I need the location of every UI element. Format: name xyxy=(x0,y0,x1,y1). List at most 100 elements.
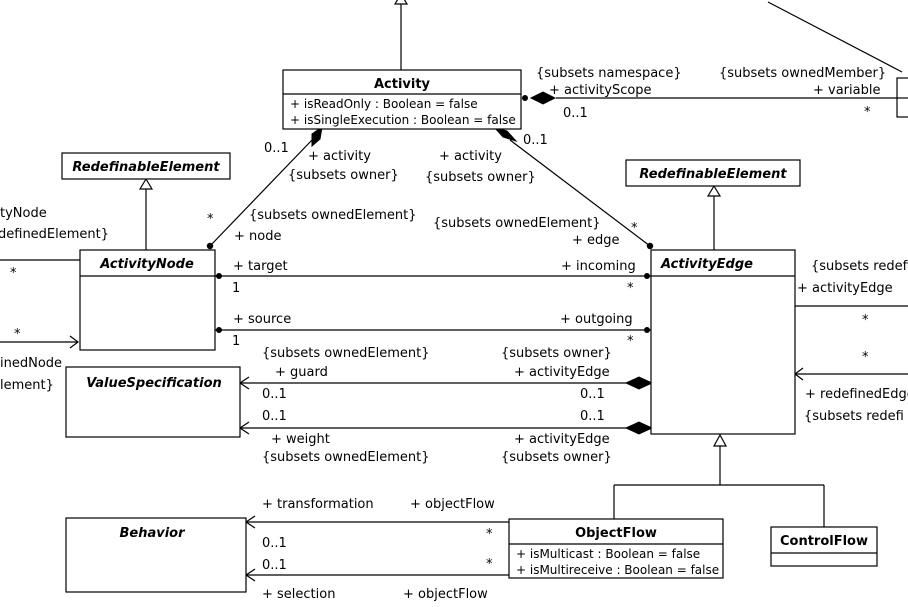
label-object-flow-role-1: + objectFlow xyxy=(410,497,495,512)
top-right-diagonal-line xyxy=(767,1,903,73)
label-activity-scope: + activityScope xyxy=(549,83,652,98)
value-specification-name: ValueSpecification xyxy=(86,376,222,391)
behavior-name: Behavior xyxy=(119,526,186,541)
label-transformation: + transformation xyxy=(262,497,374,512)
source-dot xyxy=(216,327,222,333)
label-mult-0-1-transformation: 0..1 xyxy=(262,536,287,551)
redefinable-right-name: RedefinableElement xyxy=(639,167,787,182)
label-left-star-2: * xyxy=(14,327,21,342)
label-left-star-1: * xyxy=(10,266,17,281)
objectflow-name: ObjectFlow xyxy=(575,526,657,541)
left-partial-arrow-head xyxy=(69,335,79,349)
label-mult-weight-right: 0..1 xyxy=(580,409,605,424)
label-mult-weight-left: 0..1 xyxy=(262,409,287,424)
label-right-partial-1: {subsets redefi xyxy=(811,259,908,274)
label-incoming: + incoming xyxy=(561,259,636,274)
activity-edge-name: ActivityEdge xyxy=(660,257,753,272)
label-guard: + guard xyxy=(275,365,328,380)
label-mult-star-variable: * xyxy=(864,105,871,120)
label-mult-star-edge: * xyxy=(631,221,638,236)
label-weight-activity-edge: + activityEdge xyxy=(514,432,610,447)
node-activity-dot xyxy=(206,242,214,250)
redefinable-element-right-box xyxy=(625,159,801,187)
label-mult-star-node: * xyxy=(207,212,214,227)
label-right-partial-3: {subsets redefi xyxy=(804,409,904,424)
label-mult-guard-left: 0..1 xyxy=(262,387,287,402)
activity-node-name: ActivityNode xyxy=(99,257,194,272)
label-mult-0-1-node-act: 0..1 xyxy=(264,141,289,156)
edge-generalization-arrow xyxy=(706,184,722,197)
label-guard-owner: {subsets owner} xyxy=(501,346,612,361)
label-subsets-owner-right: {subsets owner} xyxy=(425,170,536,185)
label-mult-0-1-scope: 0..1 xyxy=(563,106,588,121)
value-specification-box xyxy=(65,366,241,438)
label-mult-star-of-2: * xyxy=(486,557,493,572)
node-generalization-arrow xyxy=(138,177,154,190)
redefinable-left-name: RedefinableElement xyxy=(72,160,220,175)
activity-node-box xyxy=(79,249,216,351)
activity-edge-assoc xyxy=(509,139,651,247)
label-activity-role-right: + activity xyxy=(439,149,502,164)
incoming-dot xyxy=(644,273,650,279)
label-weight: + weight xyxy=(271,432,330,447)
edge-activity-dot xyxy=(646,242,654,250)
redefinable-element-left-box xyxy=(61,152,231,180)
activity-scope-diamond xyxy=(529,91,557,105)
controlflow-name: ControlFlow xyxy=(780,534,868,549)
label-outgoing: + outgoing xyxy=(560,312,633,327)
label-right-star-2: * xyxy=(862,350,869,365)
activity-node-assoc xyxy=(209,139,313,247)
activity-class-box xyxy=(282,69,522,130)
activity-attr-readonly: + isReadOnly : Boolean = false xyxy=(290,97,478,111)
label-selection: + selection xyxy=(262,587,335,602)
label-variable: + variable xyxy=(813,83,880,98)
label-node-role: + node xyxy=(234,229,281,244)
label-left-partial-1: tyNode xyxy=(0,206,47,221)
label-right-partial-2: + activityEdge xyxy=(797,281,893,296)
label-subsets-owned-member: {subsets ownedMember} xyxy=(719,66,886,81)
label-redefined-edge: + redefinedEdge xyxy=(805,387,908,402)
label-subsets-owner-left: {subsets owner} xyxy=(288,168,399,183)
activity-generalization-arrow xyxy=(393,0,409,5)
weight-diamond xyxy=(624,421,654,435)
label-object-flow-role-2: + objectFlow xyxy=(403,587,488,602)
label-mult-0-1-selection: 0..1 xyxy=(262,558,287,573)
label-left-partial-2: definedElement} xyxy=(0,227,109,242)
label-subsets-owned-element-edge: {subsets ownedElement} xyxy=(433,216,600,231)
label-edge-role: + edge xyxy=(572,233,620,248)
edge-specialization-arrow xyxy=(712,433,728,447)
activity-attr-singleexecution: + isSingleExecution : Boolean = false xyxy=(290,113,516,127)
label-guard-subsets: {subsets ownedElement} xyxy=(262,346,429,361)
label-activity-role-left: + activity xyxy=(308,149,371,164)
activity-edge-box xyxy=(650,249,796,435)
label-target: + target xyxy=(233,259,288,274)
label-source: + source xyxy=(233,312,291,327)
target-dot xyxy=(216,273,222,279)
label-weight-subsets: {subsets ownedElement} xyxy=(262,450,429,465)
label-subsets-namespace: {subsets namespace} xyxy=(536,66,682,81)
activity-edge-diamond xyxy=(492,125,518,143)
objectflow-box xyxy=(508,518,724,579)
behavior-box xyxy=(65,517,247,593)
label-left-partial-4: lement} xyxy=(0,378,54,393)
objectflow-attr-multireceive: + isMultireceive : Boolean = false xyxy=(516,563,719,577)
label-left-partial-3: inedNode xyxy=(0,356,62,371)
label-mult-0-1-edge-act: 0..1 xyxy=(523,133,548,148)
label-mult-star-outgoing: * xyxy=(627,334,634,349)
objectflow-attr-multicast: + isMulticast : Boolean = false xyxy=(516,547,700,561)
label-subsets-owned-element-node: {subsets ownedElement} xyxy=(249,208,416,223)
label-mult-star-incoming: * xyxy=(627,281,634,296)
scope-dot xyxy=(522,95,528,101)
label-guard-activity-edge: + activityEdge xyxy=(514,365,610,380)
label-mult-guard-right: 0..1 xyxy=(580,387,605,402)
label-right-star-1: * xyxy=(862,313,869,328)
label-mult-1-source: 1 xyxy=(232,334,240,349)
label-weight-owner: {subsets owner} xyxy=(501,450,612,465)
guard-diamond xyxy=(624,376,654,390)
label-mult-1-target: 1 xyxy=(232,281,240,296)
activity-class-name: Activity xyxy=(374,77,431,92)
activity-node-diamond xyxy=(311,125,323,148)
label-mult-star-of-1: * xyxy=(486,527,493,542)
outgoing-dot xyxy=(644,327,650,333)
